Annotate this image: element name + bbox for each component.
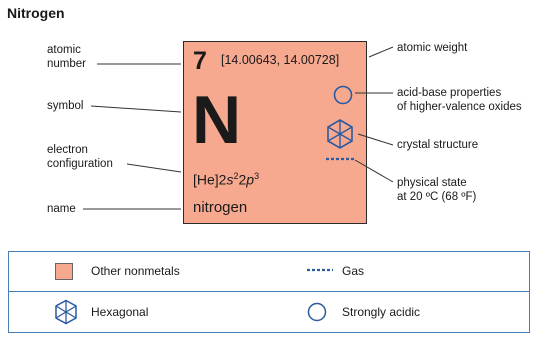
label-crystal-structure: crystal structure: [397, 139, 479, 151]
hexagon-icon: [327, 119, 353, 149]
label-electron-line1: electron: [47, 144, 88, 156]
label-acid-base-line1: acid-base properties: [397, 87, 502, 99]
legend: Other nonmetals Gas Hexagonal Strongly a…: [8, 251, 530, 333]
atomic-weight: [14.00643, 14.00728]: [221, 53, 340, 67]
label-acid-base-line2: of higher-valence oxides: [397, 101, 522, 113]
page-title: Nitrogen: [7, 5, 65, 21]
label-name: name: [47, 203, 76, 215]
hexagon-icon: [55, 299, 77, 325]
label-physical-state-line2: at 20 ºC (68 ºF): [397, 191, 477, 203]
element-symbol: N: [192, 82, 242, 158]
electron-configuration: [He]2s22p3: [193, 171, 260, 188]
label-atomic-number-line1: atomic: [47, 44, 81, 56]
circle-icon: [333, 85, 353, 105]
legend-state: Gas: [342, 264, 365, 278]
legend-category: Other nonmetals: [91, 264, 180, 278]
circle-icon: [307, 302, 327, 322]
atomic-number: 7: [193, 47, 207, 75]
label-atomic-weight: atomic weight: [397, 42, 468, 54]
element-name: nitrogen: [193, 199, 248, 216]
label-atomic-number-line2: number: [47, 58, 86, 70]
label-physical-state-line1: physical state: [397, 177, 467, 189]
legend-crystal: Hexagonal: [91, 305, 149, 319]
legend-acid: Strongly acidic: [342, 305, 421, 319]
element-card: 7 [14.00643, 14.00728] N [He]2s22p3 nitr…: [183, 41, 367, 224]
nonmetal-swatch: [55, 263, 73, 280]
label-symbol: symbol: [47, 100, 84, 112]
legend-divider: [9, 291, 529, 292]
label-electron-line2: configuration: [47, 158, 113, 170]
dashed-line-icon: [307, 268, 333, 272]
